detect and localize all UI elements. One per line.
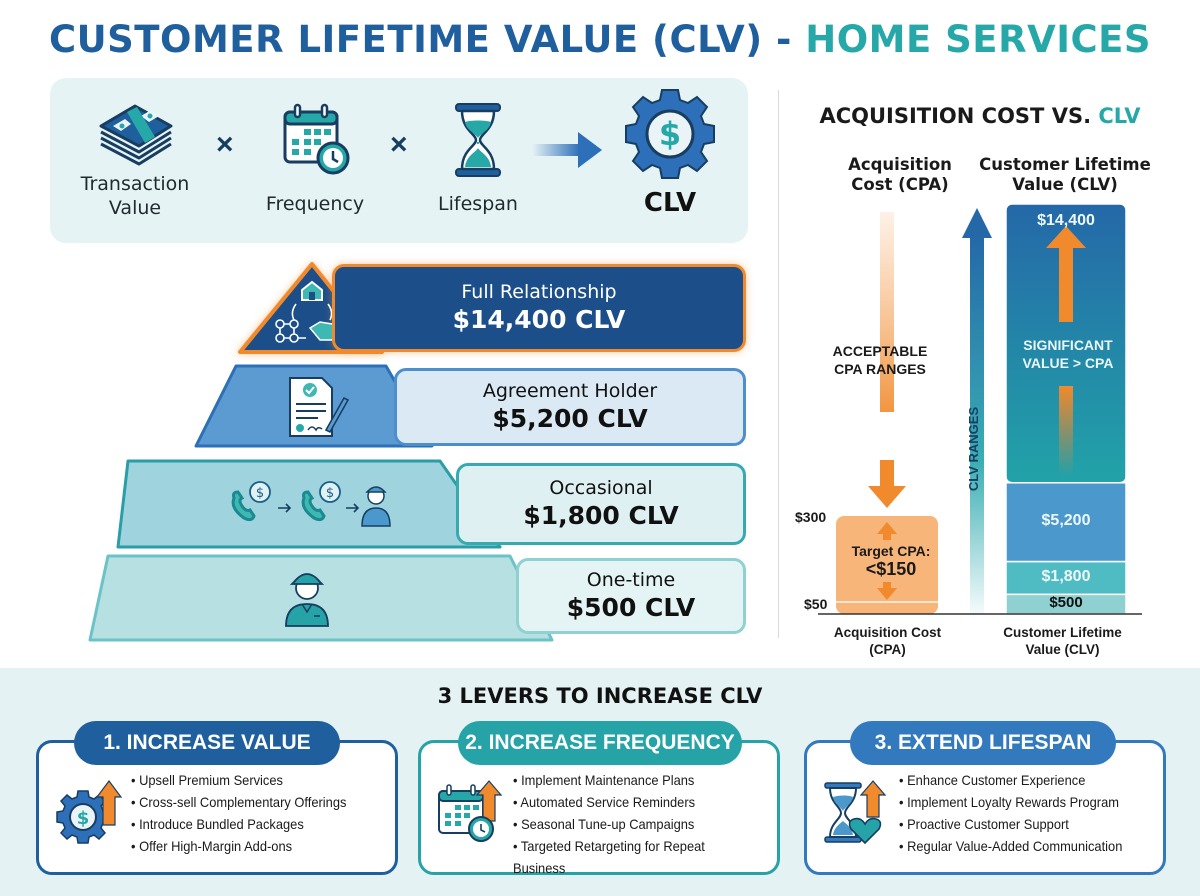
tier-name: Agreement Holder: [482, 380, 658, 402]
bullet: Automated Service Reminders: [513, 791, 756, 813]
cpa-up-arrow: [877, 522, 897, 540]
cpa-vs-clv-chart: [818, 203, 1142, 615]
gear-dollar-icon: $: [625, 89, 715, 179]
tier-name: Occasional: [549, 477, 653, 499]
bullet: Targeted Retargeting for Repeat Business: [513, 835, 756, 879]
lifespan-label: Lifespan: [438, 193, 518, 215]
tier-name: Full Relationship: [461, 281, 617, 303]
tier-agreement-holder: Agreement Holder $5,200 CLV: [394, 368, 746, 446]
title-accent: HOME SERVICES: [805, 18, 1152, 61]
money-stack-icon: [99, 104, 173, 166]
clv-segment-label: $1,800: [1041, 567, 1091, 585]
cpa-column-header: Acquisition Cost (CPA): [848, 155, 952, 194]
clv-result-label: CLV: [643, 188, 697, 218]
significant-value-arrow: [1046, 226, 1086, 322]
lever-bullets: Upsell Premium Services Cross-sell Compl…: [131, 769, 365, 857]
tier-one-time: One-time $500 CLV: [516, 558, 746, 634]
clv-segment-bar: [1005, 560, 1127, 596]
svg-text:$: $: [326, 486, 334, 501]
bullet: Seasonal Tune-up Campaigns: [513, 813, 756, 835]
clv-column-header: Customer Lifetime Value (CLV): [979, 155, 1151, 194]
significant-value-annotation: SIGNIFICANT VALUE > CPA: [1022, 337, 1114, 371]
calendar-clock-icon: [283, 103, 350, 175]
clv-range-axis-head: [962, 208, 992, 238]
bullet: Proactive Customer Support: [899, 813, 1122, 835]
chart-title: ACQUISITION COST VS. CLV: [790, 104, 1170, 128]
lever-bullets: Enhance Customer Experience Implement Lo…: [899, 769, 1142, 857]
bullet: Cross-sell Complementary Offerings: [131, 791, 346, 813]
lever-bullets: Implement Maintenance Plans Automated Se…: [513, 769, 777, 879]
tier-full-relationship: Full Relationship $14,400 CLV: [332, 264, 746, 352]
frequency-label: Frequency: [265, 193, 365, 215]
tier-value: $1,800 CLV: [523, 501, 679, 530]
formula-transaction-value: Transaction Value: [70, 92, 200, 220]
clv-range-axis: [970, 234, 984, 614]
clv-segment-bar: [1005, 482, 1127, 563]
multiply-operator: ×: [216, 128, 234, 161]
clv-x-label: Customer Lifetime Value (CLV): [1003, 625, 1122, 657]
lever-pill-increase-frequency: 2. INCREASE FREQUENCY: [458, 721, 742, 765]
tier-value: $500 CLV: [566, 593, 696, 622]
calendar-clock-up-icon: [438, 780, 503, 842]
hourglass-icon: [455, 103, 501, 177]
bullet: Introduce Bundled Packages: [131, 813, 346, 835]
clv-tier-pyramid: Full Relationship $14,400 CLV Agreement …: [0, 0, 780, 660]
formula-frequency: Frequency: [250, 100, 380, 216]
cpa-target-range-bar: [836, 516, 938, 614]
svg-text:$: $: [256, 486, 264, 501]
repeat-call-technician-icon: $ $: [231, 481, 391, 527]
clv-segment-label: $14,400: [1037, 212, 1095, 229]
cpa-range-label: ACCEPTABLE CPA RANGES: [832, 343, 928, 377]
cpa-range-arrow-shaft-lower: [880, 460, 894, 488]
lever-pill-increase-value: 1. INCREASE VALUE: [74, 721, 340, 765]
clv-segment-label: $500: [1049, 594, 1083, 612]
cpa-down-arrow: [877, 582, 897, 600]
tier-name: One-time: [586, 569, 676, 591]
title-main: CUSTOMER LIFETIME VALUE (CLV) -: [48, 18, 792, 61]
lever-pill-extend-lifespan: 3. EXTEND LIFESPAN: [850, 721, 1116, 765]
page-title: CUSTOMER LIFETIME VALUE (CLV) - HOME SER…: [0, 18, 1200, 61]
bullet: Regular Value-Added Communication: [899, 835, 1122, 857]
tier-value: $5,200 CLV: [492, 404, 648, 433]
bullet: Upsell Premium Services: [131, 769, 346, 791]
cpa-range-arrow-head: [868, 486, 906, 508]
clv-range-axis-label: CLV RANGES: [966, 406, 981, 492]
transaction-value-label: Transaction Value: [80, 173, 190, 219]
levers-title: 3 LEVERS TO INCREASE CLV: [437, 684, 763, 708]
svg-text:$: $: [77, 808, 90, 829]
target-cpa-label: Target CPA: <$150: [851, 543, 931, 579]
svg-text:$: $: [659, 115, 681, 153]
chart-title-accent: CLV: [1098, 104, 1141, 128]
tier-occasional: Occasional $1,800 CLV: [456, 463, 746, 545]
clv-segment-bar: [1005, 203, 1127, 484]
bullet: Implement Maintenance Plans: [513, 769, 756, 791]
tier-value: $14,400 CLV: [452, 305, 626, 334]
formula-lifespan: Lifespan: [418, 100, 538, 216]
chart-title-main: ACQUISITION COST VS.: [819, 104, 1099, 128]
gear-dollar-up-icon: $: [56, 780, 123, 844]
section-divider: [778, 90, 779, 638]
cpa-tick-300: $300: [795, 509, 827, 525]
clv-segment-label: $5,200: [1041, 512, 1091, 530]
multiply-operator: ×: [390, 128, 408, 161]
cpa-x-label: Acquisition Cost (CPA): [833, 625, 942, 657]
bullet: Enhance Customer Experience: [899, 769, 1122, 791]
equals-arrow-icon: [532, 132, 602, 168]
clv-formula-panel: Transaction Value × Frequency ×: [50, 78, 748, 243]
hourglass-heart-up-icon: [824, 780, 887, 845]
significant-value-arrow-tail: [1059, 386, 1073, 476]
cpa-tick-50: $50: [804, 596, 828, 612]
formula-result-clv: $ CLV: [610, 86, 730, 218]
technician-icon: [285, 573, 329, 627]
bullet: Offer High-Margin Add-ons: [131, 835, 346, 857]
signed-contract-icon: [289, 377, 350, 437]
bullet: Implement Loyalty Rewards Program: [899, 791, 1122, 813]
cpa-range-arrow-shaft: [880, 212, 894, 412]
tier-4-shape: [88, 554, 554, 642]
